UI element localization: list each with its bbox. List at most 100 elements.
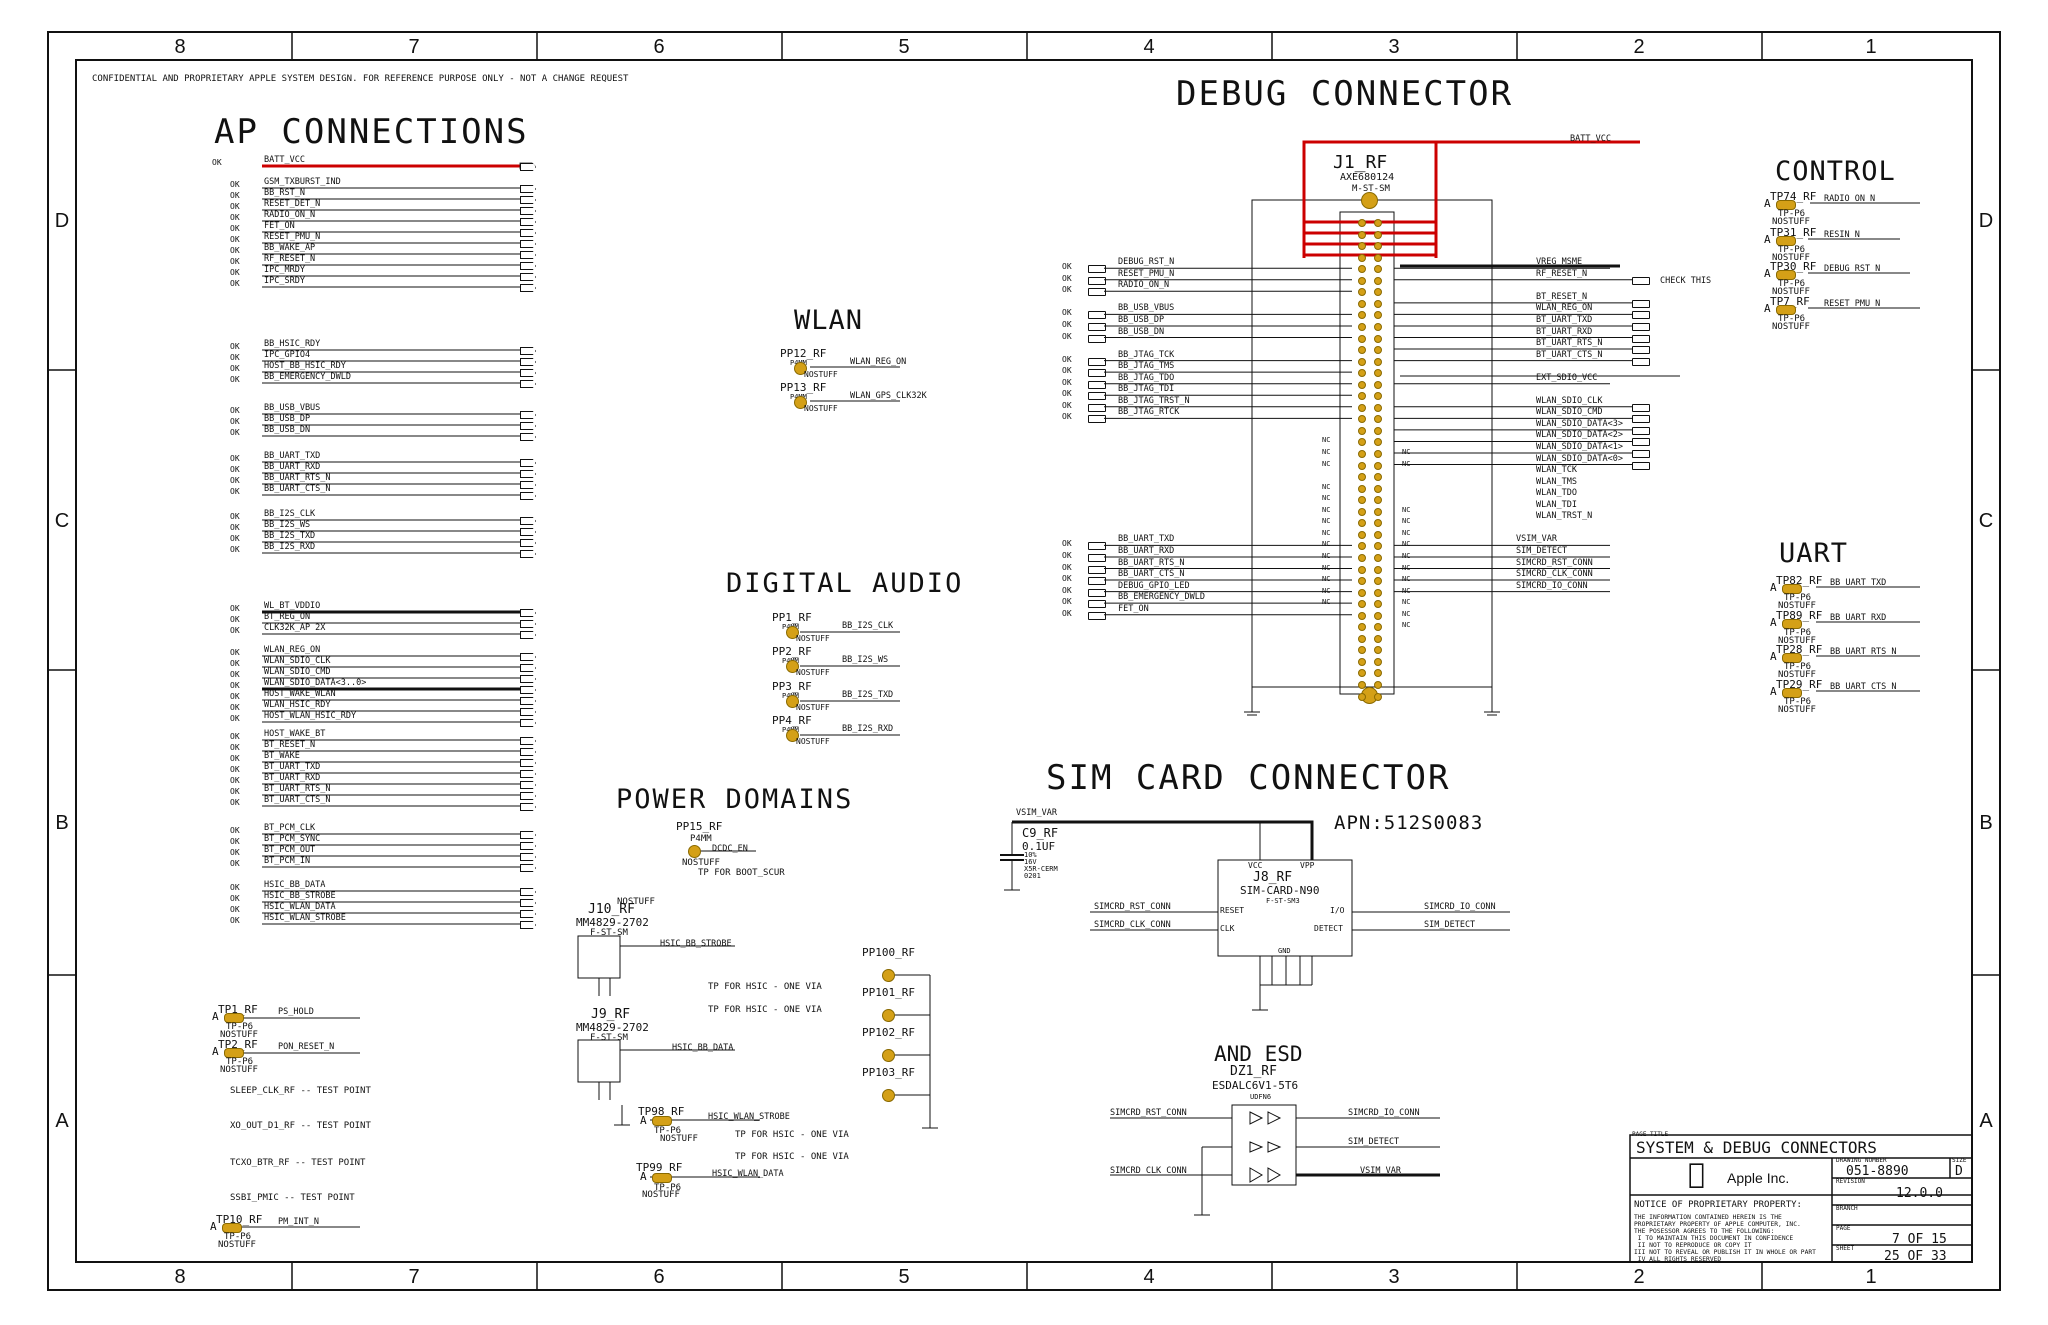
pp2-pad-icon[interactable]: [786, 660, 799, 673]
ap-ok-marker: OK: [230, 798, 240, 807]
ap-offpage-connector-icon: [520, 528, 536, 536]
grid-column-top-4: 4: [1143, 36, 1155, 58]
pp101-pad-icon[interactable]: [882, 1009, 895, 1022]
branch-label: BRANCH: [1836, 1205, 1858, 1212]
j1-offpage-connector-icon: [1088, 415, 1106, 424]
notice-line: IV ALL RIGHTS RESERVED: [1634, 1256, 1722, 1263]
ap-net-label: BT_UART_RXD: [264, 773, 321, 783]
j1-nc-left: NC: [1322, 598, 1331, 607]
page-label: PAGE: [1836, 1225, 1851, 1232]
notice-line: THE POSESSOR AGREES TO THE FOLLOWING:: [1634, 1228, 1775, 1235]
ap-ok-marker: OK: [230, 246, 240, 255]
j1-left-net: DEBUG_RST_N: [1118, 257, 1175, 268]
grid-row-left-D: D: [54, 210, 70, 232]
ap-connections-heading: AP CONNECTIONS: [214, 112, 529, 152]
ap-offpage-connector-icon: [520, 380, 536, 388]
uart-tp2-net: BB_UART_RXD: [1830, 613, 1887, 623]
j1-right-net: WLAN_TCK: [1536, 465, 1577, 476]
uart-tp2-pad-icon[interactable]: [1782, 619, 1802, 629]
notice-line: PROPRIETARY PROPERTY OF APPLE COMPUTER, …: [1634, 1221, 1801, 1228]
j1-right-net: WLAN_TDO: [1536, 488, 1577, 499]
drawing-number: 051-8890: [1846, 1164, 1909, 1179]
esd-left-net-1: SIMCRD_RST_CONN: [1110, 1108, 1187, 1118]
control-tp1-pad-icon[interactable]: [1776, 200, 1796, 210]
pp12-pad-icon[interactable]: [794, 362, 807, 375]
grid-column-top-5: 5: [898, 36, 910, 58]
j1-pin-icon: [1374, 577, 1382, 586]
ap-ok-marker: OK: [230, 224, 240, 233]
tp98-pad-icon[interactable]: [652, 1116, 672, 1126]
ap-offpage-connector-icon: [520, 492, 536, 500]
tp1-pad-icon[interactable]: [224, 1013, 244, 1023]
pp102-pad-icon[interactable]: [882, 1049, 895, 1062]
j1-pin-icon: [1358, 346, 1366, 355]
pp1-pad-icon[interactable]: [786, 626, 799, 639]
ap-ok-marker: OK: [212, 158, 222, 167]
pp3-pad-icon[interactable]: [786, 695, 799, 708]
j1-pin-icon: [1358, 519, 1366, 528]
j1-pin-icon: [1358, 600, 1366, 609]
ap-offpage-connector-icon: [520, 539, 536, 547]
page-number: 7 OF 15: [1892, 1232, 1947, 1247]
tp99-pad-icon[interactable]: [652, 1173, 672, 1183]
control-tp3-stuff: NOSTUFF: [1772, 287, 1810, 297]
control-tp2-pad-icon[interactable]: [1776, 236, 1796, 246]
pp4-stuff: NOSTUFF: [796, 737, 830, 746]
uart-tp3-ref: TP28_RF: [1776, 643, 1823, 656]
j1-nc-right: NC: [1402, 609, 1411, 618]
wlan-heading: WLAN: [794, 305, 864, 336]
tp2-part: TP-P6: [226, 1057, 254, 1067]
j1-nc-right: NC: [1402, 575, 1411, 584]
j1-pin-icon: [1374, 530, 1382, 539]
j1-nc-left: NC: [1322, 540, 1331, 549]
sim-apn: APN:512S0083: [1334, 812, 1484, 834]
uart-tp4-pad-icon[interactable]: [1782, 688, 1802, 698]
pp4-pad-icon[interactable]: [786, 729, 799, 742]
pp100-pad-icon[interactable]: [882, 969, 895, 982]
ap-offpage-connector-icon: [520, 737, 536, 745]
j1-left-net: BB_JTAG_TCK: [1118, 349, 1175, 360]
uart-tp1-stuff: NOSTUFF: [1778, 601, 1816, 611]
ap-ok-marker: OK: [230, 848, 240, 857]
j1-offpage-connector-icon: [1088, 288, 1106, 297]
uart-tp3-pad-icon[interactable]: [1782, 653, 1802, 663]
ap-offpage-connector-icon: [520, 517, 536, 525]
esd-right-net-2: SIM_DETECT: [1348, 1137, 1400, 1147]
j1-pin-icon: [1374, 438, 1382, 447]
ap-net-label: BB_USB_VBUS: [264, 403, 321, 413]
pp13-ref: PP13_RF: [780, 381, 827, 394]
ap-ok-marker: OK: [230, 754, 240, 763]
uart-tp4-ref: TP29_RF: [1776, 678, 1823, 691]
pp15-ref: PP15_RF: [676, 820, 723, 833]
pp12-ref: PP12_RF: [780, 347, 827, 360]
ap-net-label: WLAN_HSIC_RDY: [264, 700, 331, 710]
tp2-net: PON_RESET_N: [278, 1042, 335, 1052]
debug-connector-heading: DEBUG CONNECTOR: [1176, 74, 1514, 114]
j1-offpage-connector-icon: [1088, 403, 1106, 412]
pp1-stuff: NOSTUFF: [796, 634, 830, 643]
sheet-number: 25 OF 33: [1884, 1249, 1947, 1264]
control-tp1-pin-a: A: [1764, 197, 1771, 210]
j1-right-net: WLAN_SDIO_CLK: [1536, 395, 1603, 406]
j1-pin-icon: [1358, 473, 1366, 482]
tp10-pad-icon[interactable]: [222, 1223, 242, 1233]
j1-left-net: BB_UART_RTS_N: [1118, 557, 1185, 568]
uart-tp1-pad-icon[interactable]: [1782, 584, 1802, 594]
pp13-pad-icon[interactable]: [794, 396, 807, 409]
j1-left-ok: OK: [1062, 574, 1072, 584]
ap-ok-marker: OK: [230, 659, 240, 668]
ap-ok-marker: OK: [230, 883, 240, 892]
tp2-pad-icon[interactable]: [224, 1048, 244, 1058]
ap-offpage-connector-icon: [520, 163, 536, 171]
control-tp4-pad-icon[interactable]: [1776, 305, 1796, 315]
pp15-pad-icon[interactable]: [688, 845, 701, 858]
j1-nc-left: NC: [1322, 482, 1331, 491]
pp103-pad-icon[interactable]: [882, 1089, 895, 1102]
j8-pin-detect: DETECT: [1314, 924, 1343, 933]
pp15-net: DCDC_EN: [712, 844, 748, 854]
ap-net-label: BT_UART_CTS_N: [264, 795, 331, 805]
j1-pin-icon: [1374, 565, 1382, 574]
j1-offpage-connector-icon: [1088, 553, 1106, 562]
control-tp3-pad-icon[interactable]: [1776, 270, 1796, 280]
ap-ok-marker: OK: [230, 732, 240, 741]
